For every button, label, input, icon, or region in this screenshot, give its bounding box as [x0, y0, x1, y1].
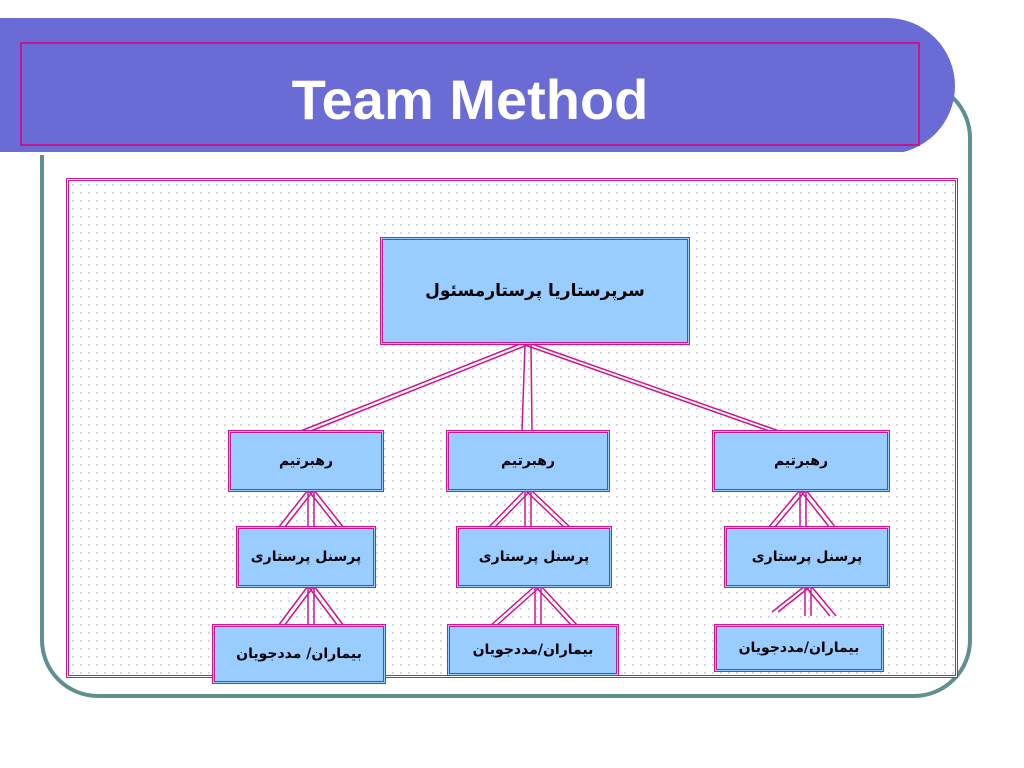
team-leader-box-2: رهبرتیم [446, 430, 610, 492]
patients-box-2: بیماران/مددجویان [447, 624, 619, 676]
nursing-staff-box-1: پرسنل پرستاری [236, 526, 376, 588]
connector-leader-staff-1 [277, 489, 345, 529]
team-leader-label: رهبرتیم [500, 453, 556, 469]
connector-root-leader-1 [297, 343, 531, 433]
nursing-staff-label: پرسنل پرستاری [751, 549, 863, 565]
connector-staff-patients-3 [771, 585, 837, 617]
connector-staff-patients-1 [277, 585, 345, 627]
patients-box-3: بیماران/مددجویان [714, 624, 884, 672]
team-leader-label: رهبرتیم [773, 453, 829, 469]
patients-label: بیماران/مددجویان [472, 642, 594, 658]
nursing-staff-label: پرسنل پرستاری [250, 549, 362, 565]
nursing-staff-box-2: پرسنل پرستاری [456, 526, 612, 588]
title-underline [0, 152, 905, 155]
patients-label: بیماران/مددجویان [738, 640, 860, 656]
team-leader-box-1: رهبرتیم [228, 430, 384, 492]
title-banner: Team Method [0, 18, 955, 155]
root-box: سرپرستاریا پرستارمسئول [380, 237, 690, 345]
patients-box-1: بیماران/ مددجویان [212, 624, 386, 684]
root-label: سرپرستاریا پرستارمسئول [425, 281, 645, 301]
team-leader-label: رهبرتیم [278, 453, 334, 469]
title-inner-border [20, 42, 920, 146]
team-leader-box-3: رهبرتیم [712, 430, 890, 492]
connector-leader-staff-2 [487, 489, 572, 529]
nursing-staff-box-3: پرسنل پرستاری [724, 526, 890, 588]
connector-leader-staff-3 [767, 489, 837, 529]
page-title: Team Method [291, 68, 649, 131]
connector-root-leader-3 [521, 343, 783, 433]
nursing-staff-label: پرسنل پرستاری [478, 549, 590, 565]
patients-label: بیماران/ مددجویان [236, 646, 362, 662]
connector-root-leader-2 [521, 343, 533, 433]
connector-staff-patients-2 [489, 585, 579, 627]
